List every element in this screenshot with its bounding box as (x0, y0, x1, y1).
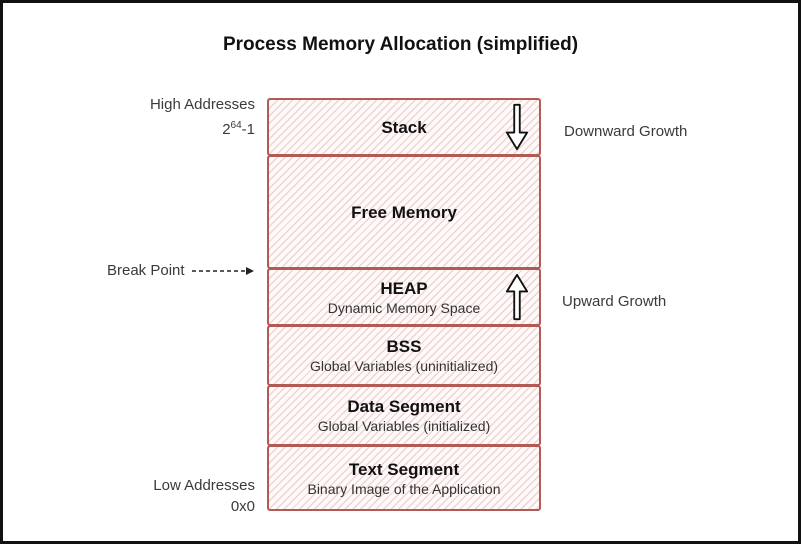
memory-segment-heap: HEAP Dynamic Memory Space (267, 268, 541, 326)
high-addresses-text: High Addresses (149, 96, 255, 113)
upward-growth-arrow-icon (505, 273, 529, 321)
upward-growth-label: Upward Growth (562, 293, 667, 310)
memory-segment-bss: BSS Global Variables (uninitialized) (267, 325, 541, 386)
memory-segment-stack: Stack (267, 98, 541, 156)
break-point-label: Break Point (107, 262, 185, 279)
segment-subtitle: Dynamic Memory Space (327, 299, 481, 316)
segment-title: Stack (381, 117, 427, 137)
low-addresses-value: 0x0 (230, 498, 255, 515)
segment-title: HEAP (380, 278, 428, 298)
memory-segment-text: Text Segment Binary Image of the Applica… (267, 445, 541, 511)
segment-subtitle: Global Variables (uninitialized) (309, 358, 499, 374)
break-point-callout: Break Point (107, 260, 255, 281)
memory-segment-free-memory: Free Memory (267, 155, 541, 269)
segment-subtitle: Global Variables (initialized) (317, 418, 491, 434)
segment-subtitle: Binary Image of the Application (307, 480, 501, 497)
downward-growth-arrow-icon (505, 103, 529, 151)
segment-title: Free Memory (351, 202, 457, 222)
low-addresses-text: Low Addresses (153, 477, 255, 494)
segment-title: BSS (386, 337, 422, 356)
memory-segment-data: Data Segment Global Variables (initializ… (267, 385, 541, 446)
downward-growth-label: Downward Growth (564, 123, 688, 140)
dashed-arrow-icon (191, 266, 254, 275)
segment-title: Text Segment (348, 459, 460, 479)
high-addresses-label: High Addresses 264-1 (115, 94, 255, 140)
high-addresses-value: 264-1 (222, 120, 255, 138)
diagram-title: Process Memory Allocation (simplified) (222, 34, 579, 55)
low-addresses-label: Low Addresses 0x0 (115, 475, 255, 517)
segment-title: Data Segment (347, 397, 461, 416)
memory-layout-column: Stack Free Memory HEAP Dynamic Memory Sp… (267, 98, 541, 511)
